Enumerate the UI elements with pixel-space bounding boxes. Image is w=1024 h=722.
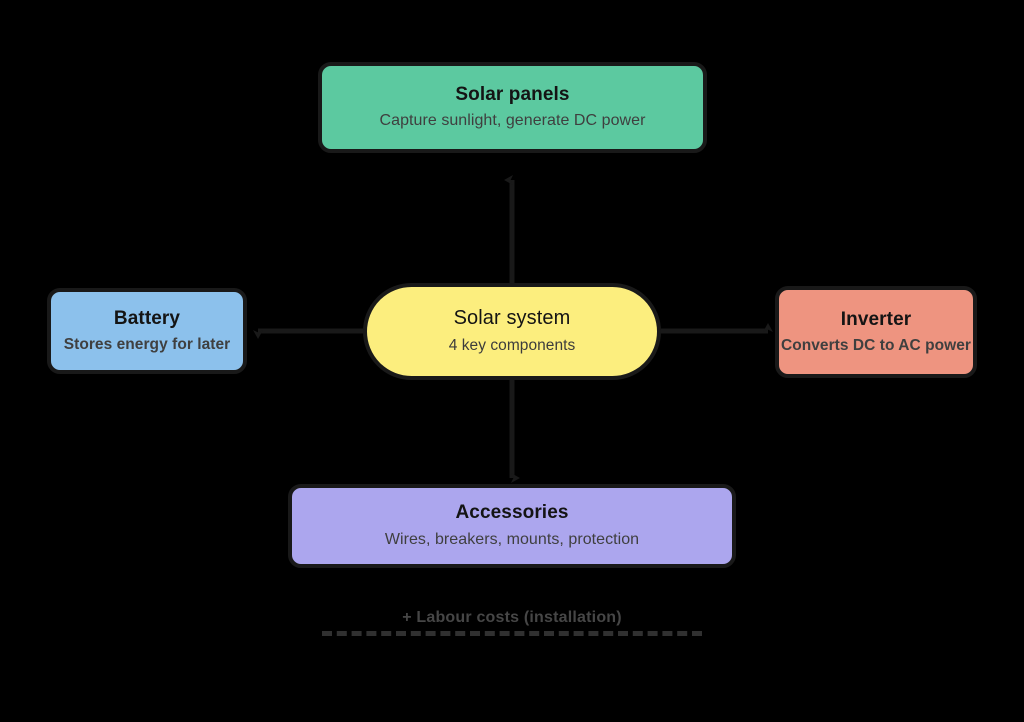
labour-costs-label: + Labour costs (installation) bbox=[402, 609, 622, 626]
node-subtitle: Wires, breakers, mounts, protection bbox=[384, 530, 640, 548]
node-subtitle: Converts DC to AC power bbox=[780, 337, 972, 355]
node-subtitle: 4 key components bbox=[448, 337, 576, 355]
node-accessories[interactable]: Accessories Wires, breakers, mounts, pro… bbox=[288, 484, 736, 568]
node-subtitle-overflow: Converts DC to AC power bbox=[779, 331, 973, 356]
node-title: Inverter bbox=[840, 308, 912, 330]
footer-note: + Labour costs (installation) bbox=[322, 608, 702, 636]
node-title: Solar system bbox=[453, 307, 571, 330]
node-title: Accessories bbox=[455, 502, 569, 524]
node-solar-system-center[interactable]: Solar system 4 key components bbox=[363, 283, 661, 380]
dashed-divider bbox=[322, 630, 702, 636]
node-inverter[interactable]: Inverter Converts DC to AC power bbox=[775, 286, 977, 378]
node-title: Solar panels bbox=[455, 83, 570, 105]
node-solar-panels[interactable]: Solar panels Capture sunlight, generate … bbox=[318, 62, 707, 153]
node-battery[interactable]: Battery Stores energy for later bbox=[47, 288, 247, 374]
node-subtitle: Capture sunlight, generate DC power bbox=[379, 112, 646, 130]
node-title: Battery bbox=[113, 307, 181, 329]
node-subtitle: Stores energy for later bbox=[63, 336, 231, 354]
